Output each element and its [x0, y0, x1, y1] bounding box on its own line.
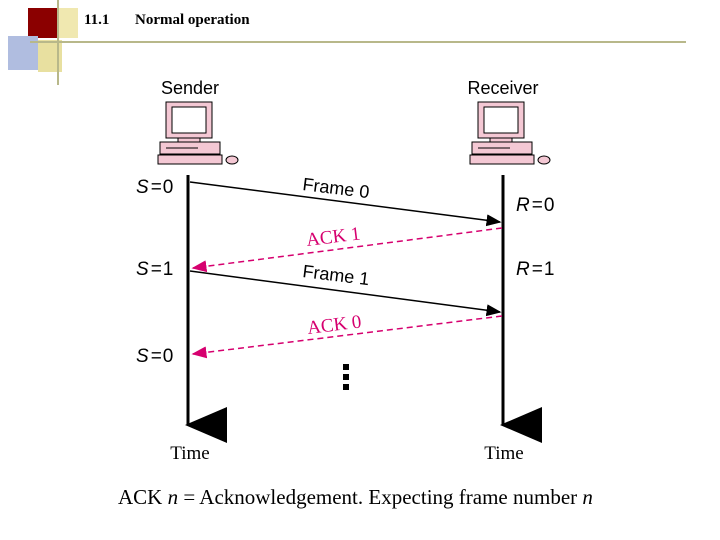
receiver-state-0: R=0: [516, 195, 554, 216]
sender-computer-icon: [158, 102, 238, 164]
vertical-ellipsis-icon: [343, 364, 349, 390]
ack-0-label: ACK 0: [306, 311, 363, 338]
time-label-right: Time: [484, 443, 523, 464]
sender-state-2: S=0: [136, 346, 173, 367]
sender-state-0: S=0: [136, 177, 173, 198]
receiver-label: Receiver: [467, 78, 538, 98]
caption: ACK n = Acknowledgement. Expecting frame…: [118, 485, 593, 510]
sender-state-1: S=1: [136, 259, 173, 280]
frame-1-label: Frame 1: [302, 261, 371, 289]
receiver-computer-icon: [470, 102, 550, 164]
receiver-state-1: R=1: [516, 259, 554, 280]
time-label-left: Time: [170, 443, 209, 464]
sender-label: Sender: [161, 78, 219, 98]
